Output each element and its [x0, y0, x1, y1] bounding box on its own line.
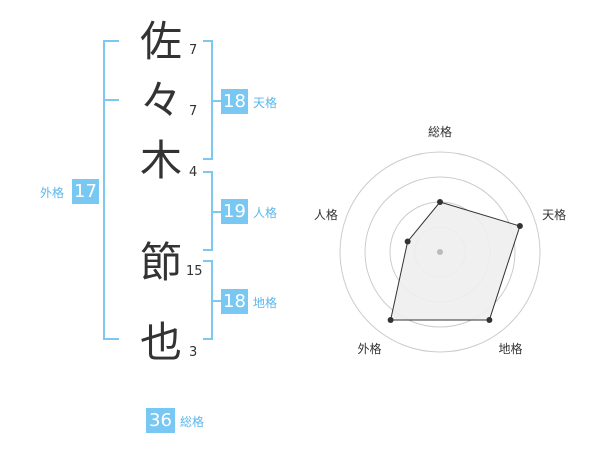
- radar-point: [486, 316, 493, 323]
- jinkaku-bracket-bottom: [203, 249, 213, 251]
- radar-axis-label: 外格: [357, 341, 381, 356]
- name-char-2: 々: [139, 76, 182, 125]
- stroke-count-3: 4: [189, 165, 198, 180]
- gaikaku-badge: 17: [72, 179, 99, 204]
- chikaku-badge: 18: [221, 289, 248, 314]
- name-char-4: 節: [139, 238, 182, 287]
- stroke-count-4: 15: [186, 264, 203, 279]
- name-char-1: 佐: [139, 17, 182, 66]
- soukaku-label: 総格: [180, 415, 205, 429]
- gaikaku-bracket-tick: [103, 99, 119, 101]
- jinkaku-bracket-connector: [211, 211, 221, 213]
- radar-ring: [364, 176, 516, 328]
- tenkaku-bracket-top: [203, 40, 213, 42]
- radar-axis-label: 地格: [499, 341, 523, 356]
- gaikaku-bracket-vertical: [103, 40, 105, 340]
- jinkaku-bracket-top: [203, 171, 213, 173]
- tenkaku-bracket-bottom: [203, 158, 213, 160]
- tenkaku-badge: 18: [221, 89, 248, 114]
- stroke-count-1: 7: [189, 43, 198, 58]
- tenkaku-label: 天格: [253, 96, 278, 110]
- chikaku-label: 地格: [253, 296, 278, 310]
- radar-area: [390, 201, 521, 321]
- gaikaku-label: 外格: [40, 186, 65, 200]
- stroke-count-2: 7: [189, 104, 198, 119]
- radar-point: [387, 316, 394, 323]
- name-char-5: 也: [139, 318, 182, 367]
- radar-point: [516, 223, 523, 230]
- stroke-count-5: 3: [189, 345, 198, 360]
- radar-axis-label: 人格: [314, 207, 338, 222]
- tenkaku-bracket-connector: [211, 100, 221, 102]
- jinkaku-badge: 19: [221, 199, 248, 224]
- jinkaku-label: 人格: [253, 206, 278, 220]
- radar-point: [437, 199, 443, 205]
- gaikaku-bracket-bottom: [103, 338, 119, 340]
- radar-center: [437, 249, 443, 255]
- gaikaku-bracket-top: [103, 40, 119, 42]
- chikaku-bracket-connector: [211, 300, 221, 302]
- radar-axis-label: 天格: [542, 207, 566, 222]
- radar-ring: [339, 151, 541, 353]
- radar-point: [404, 238, 411, 245]
- chikaku-bracket-top: [203, 260, 213, 262]
- chikaku-bracket-bottom: [203, 338, 213, 340]
- radar-axis-label: 総格: [428, 124, 452, 139]
- soukaku-badge: 36: [146, 408, 175, 433]
- name-char-3: 木: [139, 136, 182, 185]
